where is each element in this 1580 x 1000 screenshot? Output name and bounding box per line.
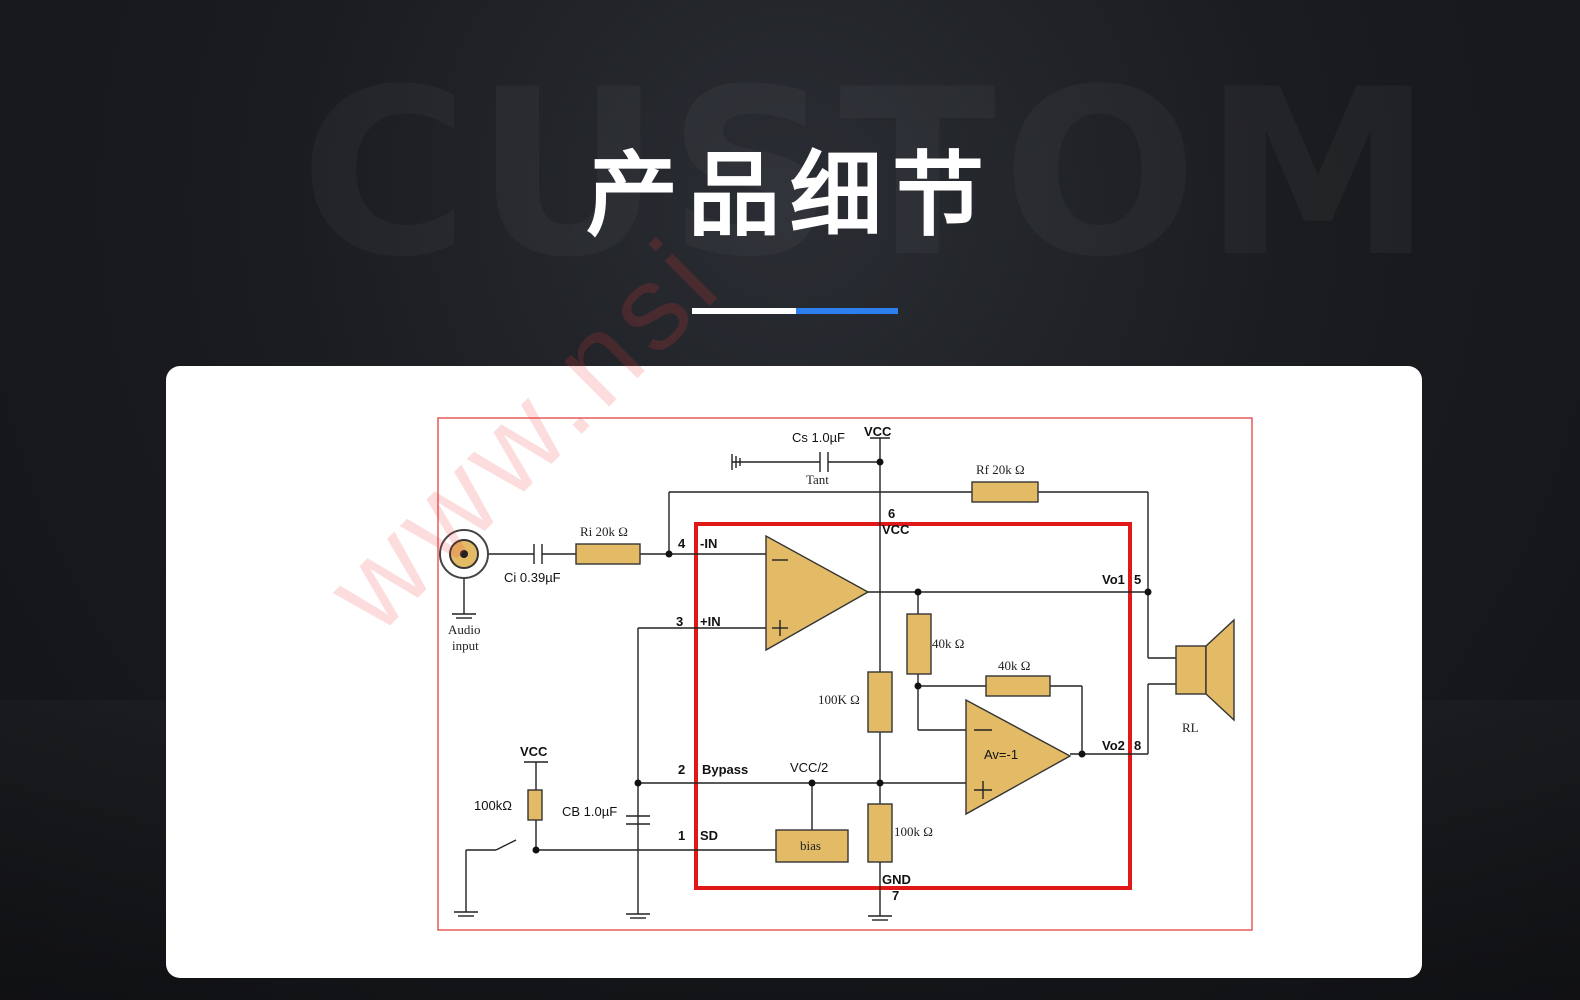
- schematic-label: 2: [678, 762, 685, 777]
- resistor-100k-b: [867, 803, 893, 863]
- schematic-label: 40k Ω: [998, 658, 1030, 673]
- schematic-label: 100k Ω: [894, 824, 933, 839]
- schematic-label: 100K Ω: [818, 692, 860, 707]
- schematic-label: -IN: [700, 536, 717, 551]
- schematic-label: VCC: [520, 744, 548, 759]
- schematic-label: +IN: [700, 614, 721, 629]
- resistor-40k-b: [985, 675, 1051, 697]
- schematic-label: RL: [1182, 720, 1199, 735]
- product-detail-card: VCC Cs 1.0µF Tant Rf 20k Ω Ri 20k Ω Ci 0…: [166, 366, 1422, 978]
- speaker-body: [1175, 645, 1207, 695]
- title-underline-white: [692, 308, 796, 314]
- schematic-label: Ci 0.39µF: [504, 570, 561, 585]
- schematic-label: Cs 1.0µF: [792, 430, 845, 445]
- schematic-label: VCC: [882, 522, 910, 537]
- schematic-label: 7: [892, 888, 899, 903]
- page-title: 产品细节: [585, 142, 994, 249]
- schematic-label: bias: [800, 838, 821, 853]
- schematic-label: 4: [678, 536, 686, 551]
- op-amp-1: [765, 534, 870, 652]
- schematic-label: 3: [676, 614, 683, 629]
- schematic-label: Av=-1: [984, 747, 1018, 762]
- resistor-40k-a: [906, 613, 932, 675]
- schematic-label: Audio: [448, 622, 481, 637]
- resistor-ri: [575, 543, 641, 565]
- schematic-label: Tant: [806, 472, 829, 487]
- schematic-label: 40k Ω: [932, 636, 964, 651]
- schematic-label: VCC: [864, 424, 892, 439]
- schematic-label: Rf 20k Ω: [976, 462, 1025, 477]
- schematic-label: SD: [700, 828, 718, 843]
- audio-jack-icon: [439, 529, 489, 579]
- schematic-label: CB 1.0µF: [562, 804, 617, 819]
- schematic-label: 5: [1134, 572, 1141, 587]
- speaker-cone: [1205, 618, 1235, 722]
- schematic-label: 100kΩ: [474, 798, 512, 813]
- resistor-100k-sd: [527, 789, 543, 821]
- bias-block: [775, 829, 849, 863]
- resistor-rf: [971, 481, 1039, 503]
- outer-frame: [437, 417, 1253, 931]
- schematic-label: input: [452, 638, 479, 653]
- ic-boundary: [694, 522, 1132, 890]
- op-amp-2: [965, 698, 1072, 816]
- schematic-label: Ri 20k Ω: [580, 524, 628, 539]
- schematic-label: Vo1: [1102, 572, 1125, 587]
- schematic-label: 1: [678, 828, 685, 843]
- schematic-label: Bypass: [702, 762, 748, 777]
- schematic-label: GND: [882, 872, 911, 887]
- title-underline-blue: [796, 308, 898, 314]
- schematic-label: VCC/2: [790, 760, 828, 775]
- schematic-label: 6: [888, 506, 895, 521]
- schematic-label: 8: [1134, 738, 1141, 753]
- schematic-label: Vo2: [1102, 738, 1125, 753]
- resistor-100k-a: [867, 671, 893, 733]
- amplifier-schematic: VCC Cs 1.0µF Tant Rf 20k Ω Ri 20k Ω Ci 0…: [437, 417, 1253, 931]
